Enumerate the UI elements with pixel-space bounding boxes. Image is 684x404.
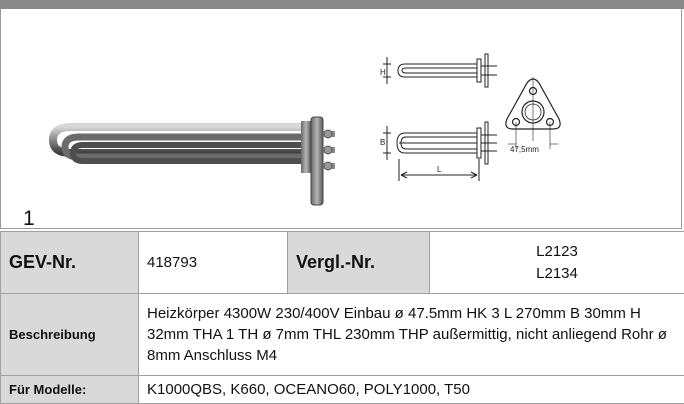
beschreibung-label: Beschreibung — [1, 294, 139, 376]
header-bar — [0, 0, 684, 9]
dim-label-b: B — [380, 138, 385, 147]
dim-label-flange: 47,5mm — [510, 145, 539, 154]
vergl-value-2: L2134 — [438, 263, 676, 285]
drawing-side-view — [383, 54, 497, 87]
product-illustration: H B L — [1, 9, 683, 229]
image-number: 1 — [23, 207, 35, 231]
product-image-area: H B L — [0, 9, 682, 229]
beschreibung-value: Heizkörper 4300W 230/400V Einbau ø 47.5m… — [139, 294, 684, 376]
gev-value: 418793 — [139, 232, 288, 294]
row-beschreibung: Beschreibung Heizkörper 4300W 230/400V E… — [1, 294, 684, 376]
heating-element-photo — [53, 117, 335, 205]
gev-label: GEV-Nr. — [1, 232, 139, 294]
dim-label-h: H — [380, 68, 386, 77]
row-gev: GEV-Nr. 418793 Vergl.-Nr. L2123 L2134 — [1, 232, 684, 294]
modelle-label: Für Modelle: — [1, 376, 139, 404]
vergl-value-1: L2123 — [438, 241, 676, 263]
vergl-values: L2123 L2134 — [430, 232, 684, 294]
dim-label-l: L — [437, 165, 442, 174]
vergl-label: Vergl.-Nr. — [288, 232, 430, 294]
drawing-flange — [506, 77, 560, 149]
spec-table: GEV-Nr. 418793 Vergl.-Nr. L2123 L2134 Be… — [0, 231, 684, 404]
modelle-value: K1000QBS, K660, OCEANO60, POLY1000, T50 — [139, 376, 684, 404]
row-modelle: Für Modelle: K1000QBS, K660, OCEANO60, P… — [1, 376, 684, 404]
